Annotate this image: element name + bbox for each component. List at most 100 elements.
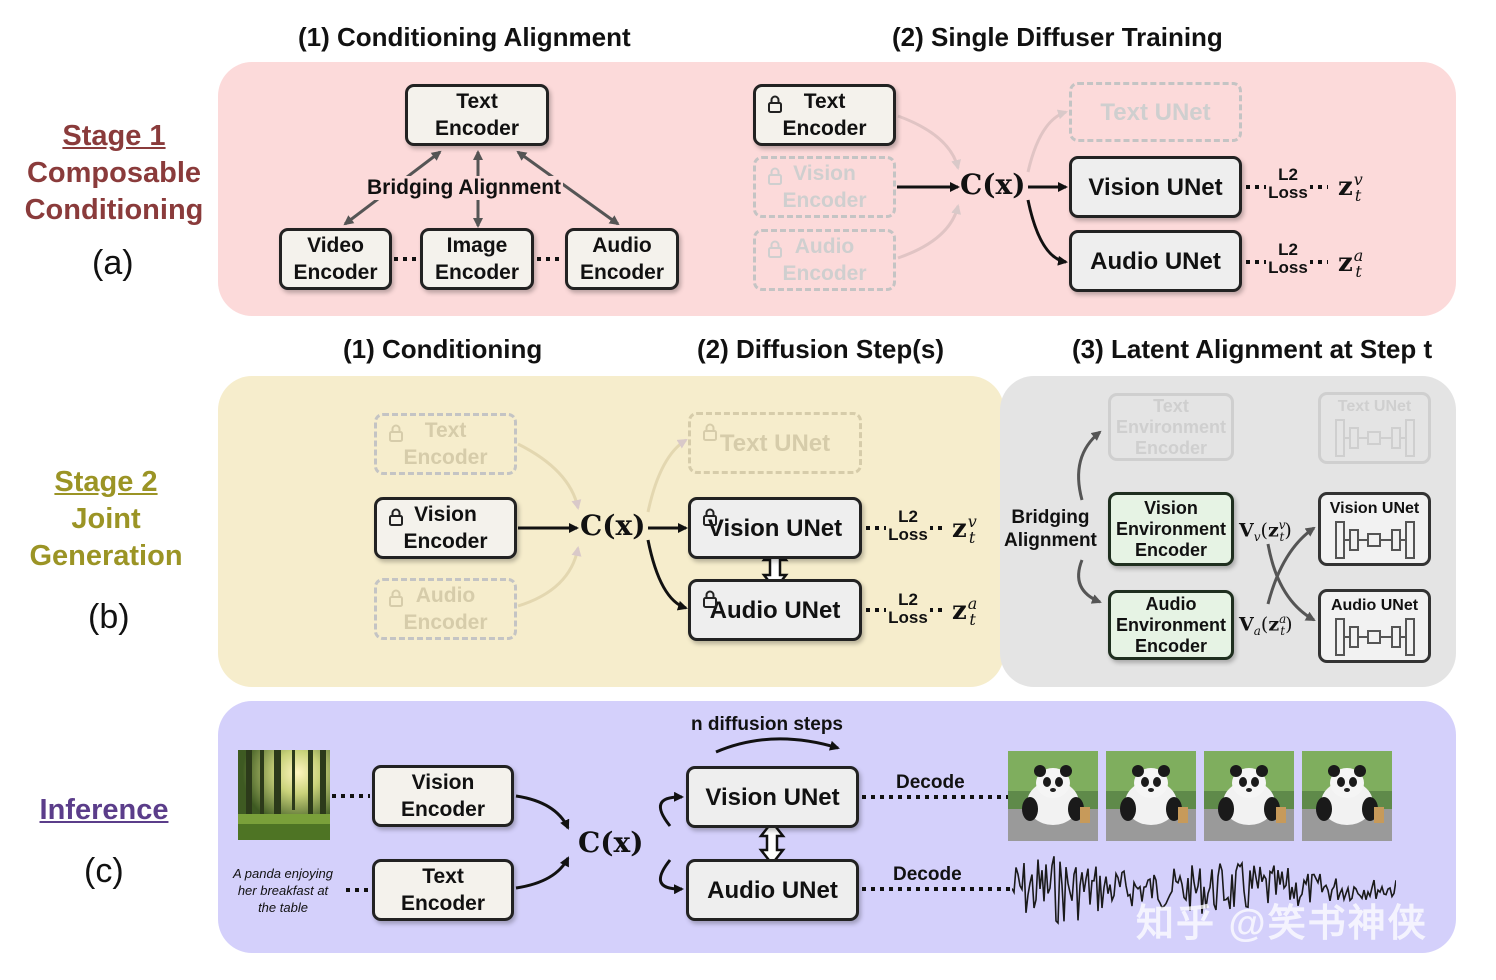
stage2-audio-encoder-faded: Audio Encoder <box>374 578 517 640</box>
stage2-panel <box>218 376 1004 687</box>
u-net-block-icon <box>1334 618 1415 656</box>
stage1-vision-encoder-faded: Vision Encoder <box>753 156 896 218</box>
loss-bottom: Loss <box>1268 183 1308 202</box>
inference-decode-top: Decode <box>896 772 965 793</box>
stage2-z-vision: zvt <box>952 512 977 548</box>
stage1-audio-unet: Audio UNet <box>1069 230 1242 292</box>
latent-bridging-text: Bridging Alignment <box>1004 507 1097 551</box>
stage1-vision-unet: Vision UNet <box>1069 156 1242 218</box>
loss-top: L2 <box>1278 240 1298 259</box>
stage2-conditioning-arrows <box>517 438 688 611</box>
stage2-text-encoder-faded: Text Encoder <box>374 413 517 475</box>
stage1-z-audio: zat <box>1338 246 1364 282</box>
lock-icon <box>703 423 717 441</box>
inference-diffusion-steps: n diffusion steps <box>691 714 843 735</box>
stage2-text-unet-faded: Text UNet <box>688 412 862 474</box>
lock-icon <box>389 424 403 442</box>
inference-unet-double-arrow <box>758 819 786 867</box>
stage2-label-line1: Stage 2 <box>54 466 158 498</box>
inference-text-encoder-label: Text Encoder <box>400 865 486 915</box>
stage1-text-encoder-label: Text Encoder <box>434 90 520 140</box>
watermark: 知乎 @笑书神侠 <box>1136 903 1428 945</box>
stage1-image-encoder: Image Encoder <box>420 228 534 290</box>
stage1-vision-encoder-faded-label: Vision Encoder <box>782 162 867 212</box>
stage2-vision-unet: Vision UNet <box>688 497 862 559</box>
inference-letter: (c) <box>84 852 124 890</box>
stage1-title-single-diffuser: (2) Single Diffuser Training <box>892 22 1223 52</box>
inference-dots <box>332 794 1012 892</box>
latent-audio-unet: Audio UNet <box>1318 589 1431 663</box>
latent-audio-unet-label: Audio UNet <box>1330 597 1419 614</box>
loss-top: L2 <box>1278 165 1298 184</box>
stage1-text-encoder-locked: Text Encoder <box>753 84 896 146</box>
stage2-audio-encoder-faded-label: Audio Encoder <box>403 584 488 634</box>
latent-cross-arrows <box>1266 526 1316 622</box>
stage1-audio-encoder: Audio Encoder <box>565 228 679 290</box>
latent-vision-unet-label: Vision UNet <box>1329 500 1420 517</box>
stage2-vision-unet-label: Vision UNet <box>707 514 843 542</box>
stage2-title-latent-alignment: (3) Latent Alignment at Step t <box>1072 334 1433 364</box>
stage2-text-unet-faded-label: Text UNet <box>719 429 831 457</box>
latent-v-vision: Vv(zvt) <box>1239 518 1292 545</box>
loss-top: L2 <box>898 507 918 526</box>
inference-cx: C(x) <box>578 826 644 859</box>
stage1-vision-unet-label: Vision UNet <box>1088 173 1223 201</box>
inference-vision-encoder-label: Vision Encoder <box>400 771 486 821</box>
inference-text-encoder: Text Encoder <box>372 859 514 921</box>
lock-icon <box>703 590 717 608</box>
stage1-label-line1: Stage 1 <box>62 120 166 152</box>
latent-bridging-label: Bridging Alignment <box>1004 506 1097 552</box>
lock-icon <box>389 589 403 607</box>
stage1-audio-unet-label: Audio UNet <box>1090 247 1221 275</box>
audio-waveform <box>1012 856 1396 925</box>
panda-frames <box>1008 751 1392 841</box>
stage2-z-audio: zat <box>952 594 978 630</box>
stage1-video-encoder-label: Video Encoder <box>293 234 378 284</box>
inference-vision-unet: Vision UNet <box>686 766 859 828</box>
latent-v-audio: Va(zat) <box>1239 612 1293 639</box>
stage1-audio-encoder-label: Audio Encoder <box>579 234 665 284</box>
stage2-audio-unet-label: Audio UNet <box>709 596 841 624</box>
loss-top: L2 <box>898 590 918 609</box>
loss-bottom: Loss <box>888 525 928 544</box>
loss-bottom: Loss <box>888 608 928 627</box>
u-net-block-icon <box>1334 419 1415 457</box>
inference-decode-bottom: Decode <box>893 864 962 885</box>
stage2-label: Stage 2 Joint Generation <box>4 464 208 575</box>
inference-label: Inference <box>2 792 206 829</box>
latent-bridging-arrows <box>1077 430 1102 604</box>
inference-audio-unet-label: Audio UNet <box>707 876 838 904</box>
stage1-text-unet-faded: Text UNet <box>1069 82 1242 142</box>
stage2-text-encoder-faded-label: Text Encoder <box>403 419 488 469</box>
stage1-text-encoder-locked-label: Text Encoder <box>782 90 867 140</box>
inference-label-text: Inference <box>39 794 169 826</box>
stage1-z-vision: zvt <box>1338 170 1363 206</box>
stage2-cx: C(x) <box>580 509 646 542</box>
stage2-title-conditioning: (1) Conditioning <box>343 334 543 364</box>
latent-vision-env-encoder: Vision Environment Encoder <box>1108 492 1234 566</box>
stage1-text-encoder: Text Encoder <box>405 84 549 146</box>
stage2-letter: (b) <box>88 598 130 636</box>
stage1-audio-encoder-faded-label: Audio Encoder <box>782 235 867 285</box>
inference-arrows <box>515 737 840 895</box>
u-net-block-icon <box>1334 521 1415 559</box>
inference-prompt: A panda enjoying her breakfast at the ta… <box>233 866 333 915</box>
inference-vision-unet-label: Vision UNet <box>705 783 840 811</box>
inference-audio-unet: Audio UNet <box>686 859 859 921</box>
lock-icon <box>768 240 782 258</box>
stage1-text-unet-faded-label: Text UNet <box>1100 98 1211 126</box>
latent-audio-env-encoder-label: Audio Environment Encoder <box>1115 593 1226 656</box>
stage1-letter: (a) <box>92 244 134 282</box>
stage1-cx: C(x) <box>960 168 1026 201</box>
loss-bottom: Loss <box>1268 258 1308 277</box>
stage2-audio-unet: Audio UNet <box>688 579 862 641</box>
latent-vision-unet: Vision UNet <box>1318 492 1431 566</box>
lock-icon <box>768 95 782 113</box>
latent-vision-env-encoder-label: Vision Environment Encoder <box>1115 497 1226 560</box>
stage1-label: Stage 1 Composable Conditioning <box>12 118 216 229</box>
